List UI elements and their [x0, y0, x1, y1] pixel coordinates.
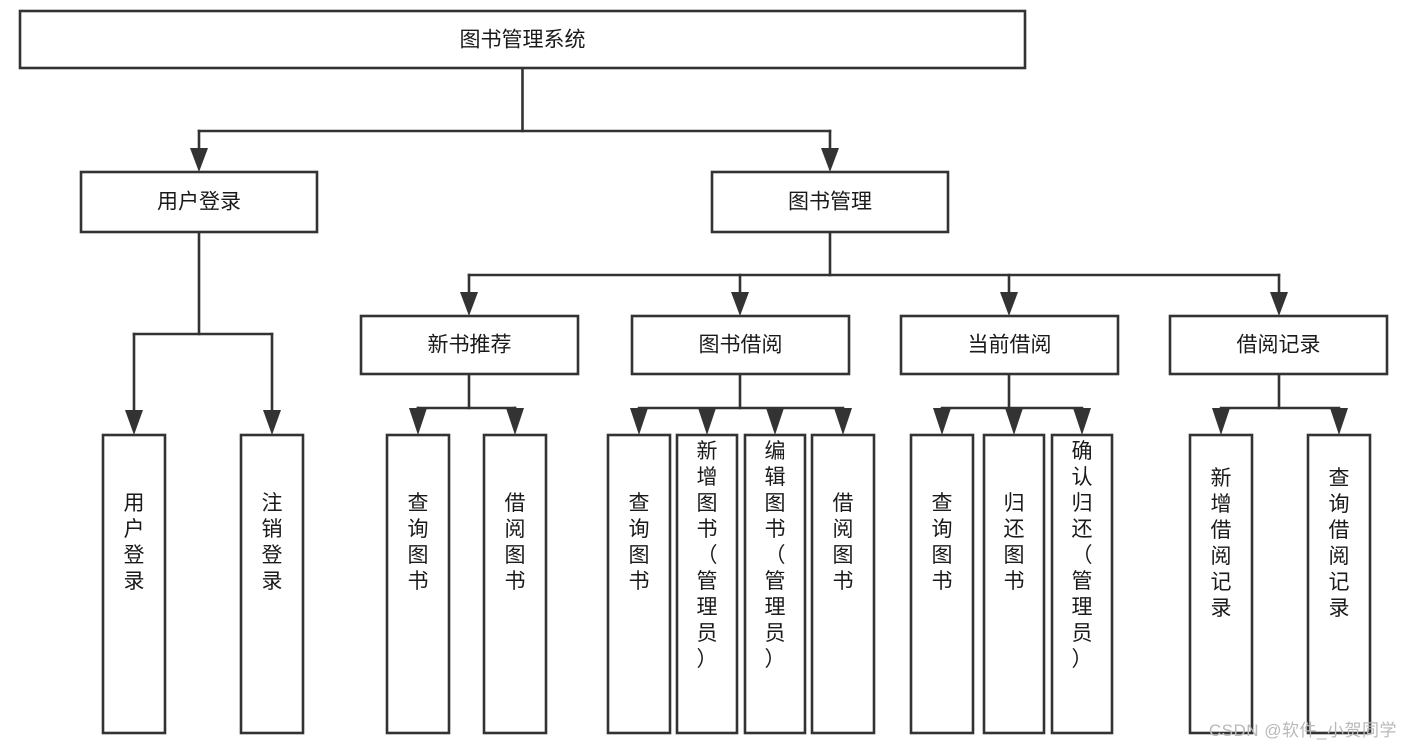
leaf-query-book-borrow-label: 查询图书 — [629, 492, 650, 593]
node-user-login-label: 用户登录 — [157, 191, 241, 214]
node-book-management[interactable]: 图书管理 — [710, 170, 950, 234]
arrow-head-login-leaf-1 — [125, 410, 143, 435]
arrow-head-record — [1270, 292, 1288, 316]
leaf-query-book-current-label: 查询图书 — [932, 492, 953, 593]
leaf-query-book-current-box[interactable] — [909, 433, 975, 735]
leaf-confirm-return-admin-box[interactable] — [1050, 433, 1114, 735]
node-root-label: 图书管理系统 — [460, 29, 586, 52]
node-book-borrow[interactable]: 图书借阅 — [630, 314, 851, 376]
arrow-head-current — [1000, 292, 1018, 316]
leaf-query-borrow-record-label: 查询借阅记录 — [1329, 467, 1350, 620]
arrow-head-borrow-leaf-3 — [766, 408, 784, 435]
node-new-book-recommend[interactable]: 新书推荐 — [359, 314, 580, 376]
arrow-head-record-leaf-2 — [1330, 408, 1348, 435]
leaf-logout[interactable]: 注销登录 — [239, 433, 305, 735]
node-current-borrow-label: 当前借阅 — [968, 334, 1052, 357]
leaf-add-book-admin-box[interactable] — [675, 433, 739, 735]
leaf-query-borrow-record[interactable]: 查询借阅记录 — [1306, 433, 1372, 735]
leaf-edit-book-admin[interactable]: 编辑图书（管理员） — [743, 433, 807, 735]
leaf-borrow-book-box[interactable] — [810, 433, 876, 735]
node-new-book-recommend-box[interactable] — [359, 314, 580, 376]
arrow-head-to-login — [190, 148, 208, 172]
arrow-head-borrow-leaf-4 — [834, 408, 852, 435]
leaf-add-borrow-record-label: 新增借阅记录 — [1211, 467, 1232, 620]
leaf-borrow-book-label: 借阅图书 — [833, 492, 854, 593]
node-book-management-label: 图书管理 — [788, 191, 872, 214]
arrow-head-record-leaf-1 — [1212, 408, 1230, 435]
leaf-query-book-borrow[interactable]: 查询图书 — [606, 433, 672, 735]
arrow-head-current-leaf-3 — [1073, 408, 1091, 435]
leaf-user-login-label: 用户登录 — [124, 492, 145, 593]
arrow-head-newbook-leaf-1 — [409, 408, 427, 435]
node-user-login[interactable]: 用户登录 — [79, 170, 319, 234]
leaf-borrow-book[interactable]: 借阅图书 — [810, 433, 876, 735]
node-current-borrow[interactable]: 当前借阅 — [899, 314, 1120, 376]
node-user-login-box[interactable] — [79, 170, 319, 234]
leaf-return-book-box[interactable] — [982, 433, 1046, 735]
arrow-head-login-leaf-2 — [263, 410, 281, 435]
arrow-head-newbook — [460, 292, 478, 316]
arrow-head-current-leaf-2 — [1005, 408, 1023, 435]
leaf-query-book-rec[interactable]: 查询图书 — [385, 433, 451, 735]
arrow-head-current-leaf-1 — [933, 408, 951, 435]
leaf-add-book-admin[interactable]: 新增图书（管理员） — [675, 433, 739, 735]
leaf-return-book-label: 归还图书 — [1004, 492, 1025, 593]
leaf-user-login-box[interactable] — [101, 433, 167, 735]
leaf-user-login[interactable]: 用户登录 — [101, 433, 167, 735]
node-borrow-record-box[interactable] — [1168, 314, 1389, 376]
connector-layer — [125, 66, 1348, 435]
node-root-box[interactable] — [18, 9, 1027, 70]
arrow-head-newbook-leaf-2 — [506, 408, 524, 435]
arrow-head-borrow-leaf-2 — [698, 408, 716, 435]
arrow-head-to-bookmgmt — [821, 148, 839, 172]
node-root[interactable]: 图书管理系统 — [18, 9, 1027, 70]
node-book-management-box[interactable] — [710, 170, 950, 234]
leaf-edit-book-admin-label: 编辑图书（管理员） — [765, 440, 786, 671]
leaf-confirm-return-admin-label: 确认归还（管理员） — [1072, 440, 1093, 671]
leaf-query-book-rec-box[interactable] — [385, 433, 451, 735]
leaf-query-book-current[interactable]: 查询图书 — [909, 433, 975, 735]
leaf-query-borrow-record-box[interactable] — [1306, 433, 1372, 735]
leaf-add-book-admin-label: 新增图书（管理员） — [697, 440, 718, 671]
node-borrow-record[interactable]: 借阅记录 — [1168, 314, 1389, 376]
node-book-borrow-box[interactable] — [630, 314, 851, 376]
leaf-query-book-borrow-box[interactable] — [606, 433, 672, 735]
leaf-logout-label: 注销登录 — [262, 492, 283, 593]
leaf-confirm-return-admin[interactable]: 确认归还（管理员） — [1050, 433, 1114, 735]
leaf-logout-box[interactable] — [239, 433, 305, 735]
leaf-borrow-book-rec-box[interactable] — [482, 433, 548, 735]
node-book-borrow-label: 图书借阅 — [699, 334, 783, 357]
leaf-query-book-rec-label: 查询图书 — [408, 492, 429, 593]
node-new-book-recommend-label: 新书推荐 — [428, 334, 512, 357]
leaf-borrow-book-rec-label: 借阅图书 — [505, 492, 526, 593]
leaf-return-book[interactable]: 归还图书 — [982, 433, 1046, 735]
node-borrow-record-label: 借阅记录 — [1237, 334, 1321, 357]
node-current-borrow-box[interactable] — [899, 314, 1120, 376]
leaf-edit-book-admin-box[interactable] — [743, 433, 807, 735]
arrow-head-borrow-leaf-1 — [630, 408, 648, 435]
leaf-add-borrow-record-box[interactable] — [1188, 433, 1254, 735]
leaf-borrow-book-rec[interactable]: 借阅图书 — [482, 433, 548, 735]
arrow-head-borrow — [731, 292, 749, 316]
leaf-add-borrow-record[interactable]: 新增借阅记录 — [1188, 433, 1254, 735]
